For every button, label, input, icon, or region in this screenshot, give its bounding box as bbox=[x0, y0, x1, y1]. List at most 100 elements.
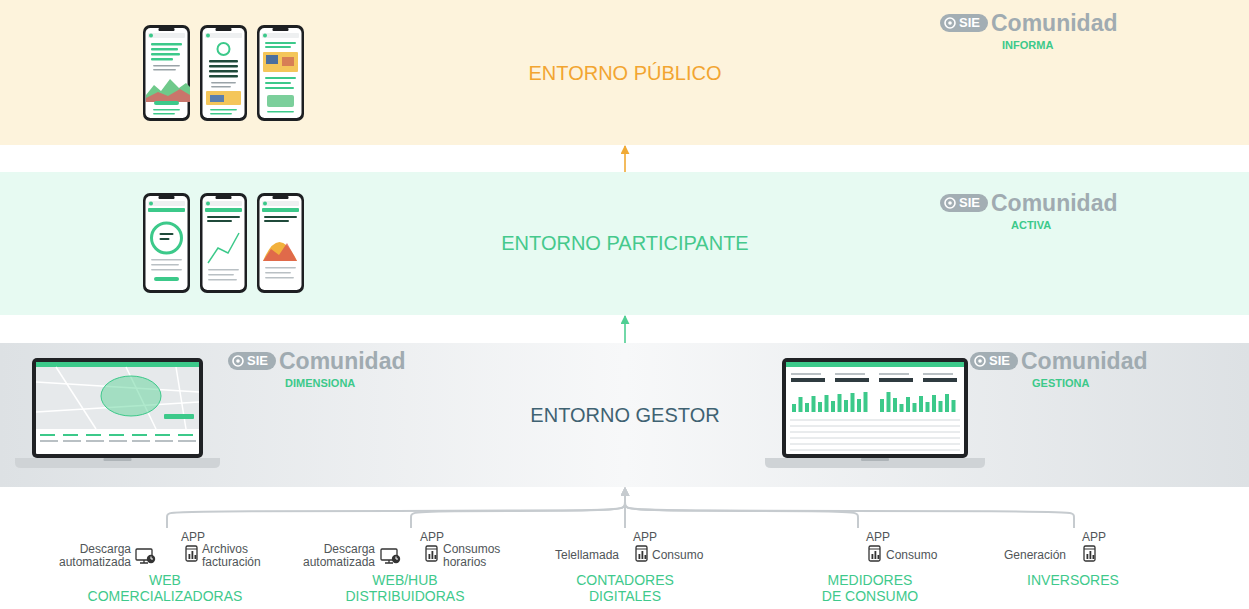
text-line bbox=[265, 277, 294, 279]
phone-screen bbox=[203, 28, 245, 118]
chart-bar bbox=[844, 400, 848, 412]
logo-dot bbox=[948, 21, 952, 25]
data-source: Descarga automatizadaAPPArchivos factura… bbox=[40, 528, 290, 608]
phone-notch bbox=[216, 196, 232, 199]
phone-body bbox=[257, 193, 304, 293]
chart-bar bbox=[792, 404, 796, 412]
app-header bbox=[205, 201, 242, 206]
chart-bar bbox=[851, 393, 855, 412]
chart-bar bbox=[919, 396, 923, 412]
phone-screen bbox=[260, 28, 302, 118]
app-logo bbox=[149, 202, 153, 206]
app-tag: APP bbox=[866, 531, 896, 544]
table-row bbox=[790, 426, 960, 427]
logo-subtitle: DIMENSIONA bbox=[285, 377, 355, 390]
logo-word: Comunidad bbox=[1021, 348, 1148, 374]
chart-bar bbox=[857, 399, 861, 412]
solar-image bbox=[206, 91, 241, 105]
app-icon bbox=[1084, 546, 1095, 561]
band-title: ENTORNO PÚBLICO bbox=[325, 61, 925, 85]
chart-bar bbox=[838, 394, 842, 412]
chart-bar bbox=[900, 404, 904, 412]
text-line bbox=[210, 113, 232, 115]
phone-body bbox=[257, 25, 304, 121]
phone-body bbox=[143, 25, 190, 121]
stat-line bbox=[879, 373, 909, 375]
source-note: Consumo bbox=[652, 549, 712, 562]
text-line bbox=[211, 86, 231, 88]
device-line bbox=[186, 549, 197, 550]
device-line bbox=[426, 549, 437, 550]
app-header bbox=[262, 201, 299, 206]
laptop-bezel bbox=[32, 358, 203, 458]
chart-bar bbox=[906, 397, 910, 412]
app-button bbox=[164, 414, 194, 419]
laptop-screen bbox=[36, 362, 199, 454]
laptop-base bbox=[15, 458, 220, 468]
chart-bar bbox=[818, 402, 822, 412]
connector-arrow bbox=[167, 488, 625, 528]
app-header bbox=[148, 33, 185, 38]
device-line bbox=[636, 549, 647, 550]
trend-line bbox=[208, 233, 239, 263]
logo-pill bbox=[940, 194, 988, 212]
laptop-notch bbox=[861, 458, 889, 461]
app-header bbox=[262, 33, 299, 38]
phone-body bbox=[143, 193, 190, 293]
phone-mockup bbox=[200, 193, 247, 293]
app-logo bbox=[263, 202, 267, 206]
gauge-ring bbox=[152, 223, 182, 253]
status-bar bbox=[205, 208, 242, 212]
phone-mockup bbox=[143, 193, 190, 293]
signal-bar bbox=[429, 554, 431, 559]
solar-image bbox=[210, 95, 224, 102]
stat-line bbox=[132, 440, 150, 442]
source-note: Telellamada bbox=[544, 549, 619, 562]
chart-bar bbox=[913, 403, 917, 412]
stat-line bbox=[109, 434, 124, 436]
signal-bar bbox=[435, 555, 437, 559]
text-line bbox=[209, 75, 238, 78]
text-line bbox=[207, 216, 240, 218]
stat-line bbox=[132, 434, 147, 436]
stat-line bbox=[155, 440, 173, 442]
stat-line bbox=[923, 373, 953, 375]
device-line bbox=[1084, 549, 1095, 550]
logo-dot bbox=[236, 359, 240, 363]
connector-arrow bbox=[625, 488, 1074, 528]
stat-value bbox=[879, 378, 913, 382]
pill-shape bbox=[940, 14, 988, 32]
data-source: TelellamadaAPPConsumoCONTADORES DIGITALE… bbox=[530, 528, 720, 608]
logo-word: Comunidad bbox=[279, 348, 406, 374]
text-line bbox=[151, 53, 180, 56]
signal-bar bbox=[875, 551, 877, 559]
chart-bar bbox=[831, 401, 835, 412]
text-line bbox=[267, 111, 294, 113]
text-line bbox=[210, 109, 237, 111]
public-band-fill bbox=[0, 0, 1249, 145]
table-row bbox=[790, 420, 960, 421]
app-icon bbox=[869, 546, 880, 561]
text-line bbox=[208, 269, 239, 271]
phone-screen bbox=[146, 28, 188, 118]
generation-chart bbox=[263, 242, 297, 261]
app-button bbox=[154, 277, 179, 281]
source-name: INVERSORES bbox=[1018, 572, 1128, 588]
phone-notch bbox=[159, 28, 175, 31]
app-header bbox=[786, 362, 964, 367]
data-source: APPConsumoMEDIDORES DE CONSUMO bbox=[790, 528, 950, 608]
map-road bbox=[176, 367, 186, 429]
phone-notch bbox=[159, 196, 175, 199]
phone-screen bbox=[203, 196, 245, 290]
bin-image bbox=[267, 95, 294, 107]
connector-arrow bbox=[624, 316, 626, 343]
logo-pill bbox=[228, 352, 276, 370]
signal-bar bbox=[432, 551, 434, 559]
app-icon bbox=[186, 546, 197, 561]
chart-bar bbox=[932, 395, 936, 412]
logo-mark: SIE bbox=[959, 194, 980, 212]
text-line bbox=[209, 60, 238, 63]
app-header bbox=[148, 201, 185, 206]
logo-subtitle: INFORMA bbox=[1002, 39, 1053, 52]
stat-line bbox=[86, 440, 104, 442]
